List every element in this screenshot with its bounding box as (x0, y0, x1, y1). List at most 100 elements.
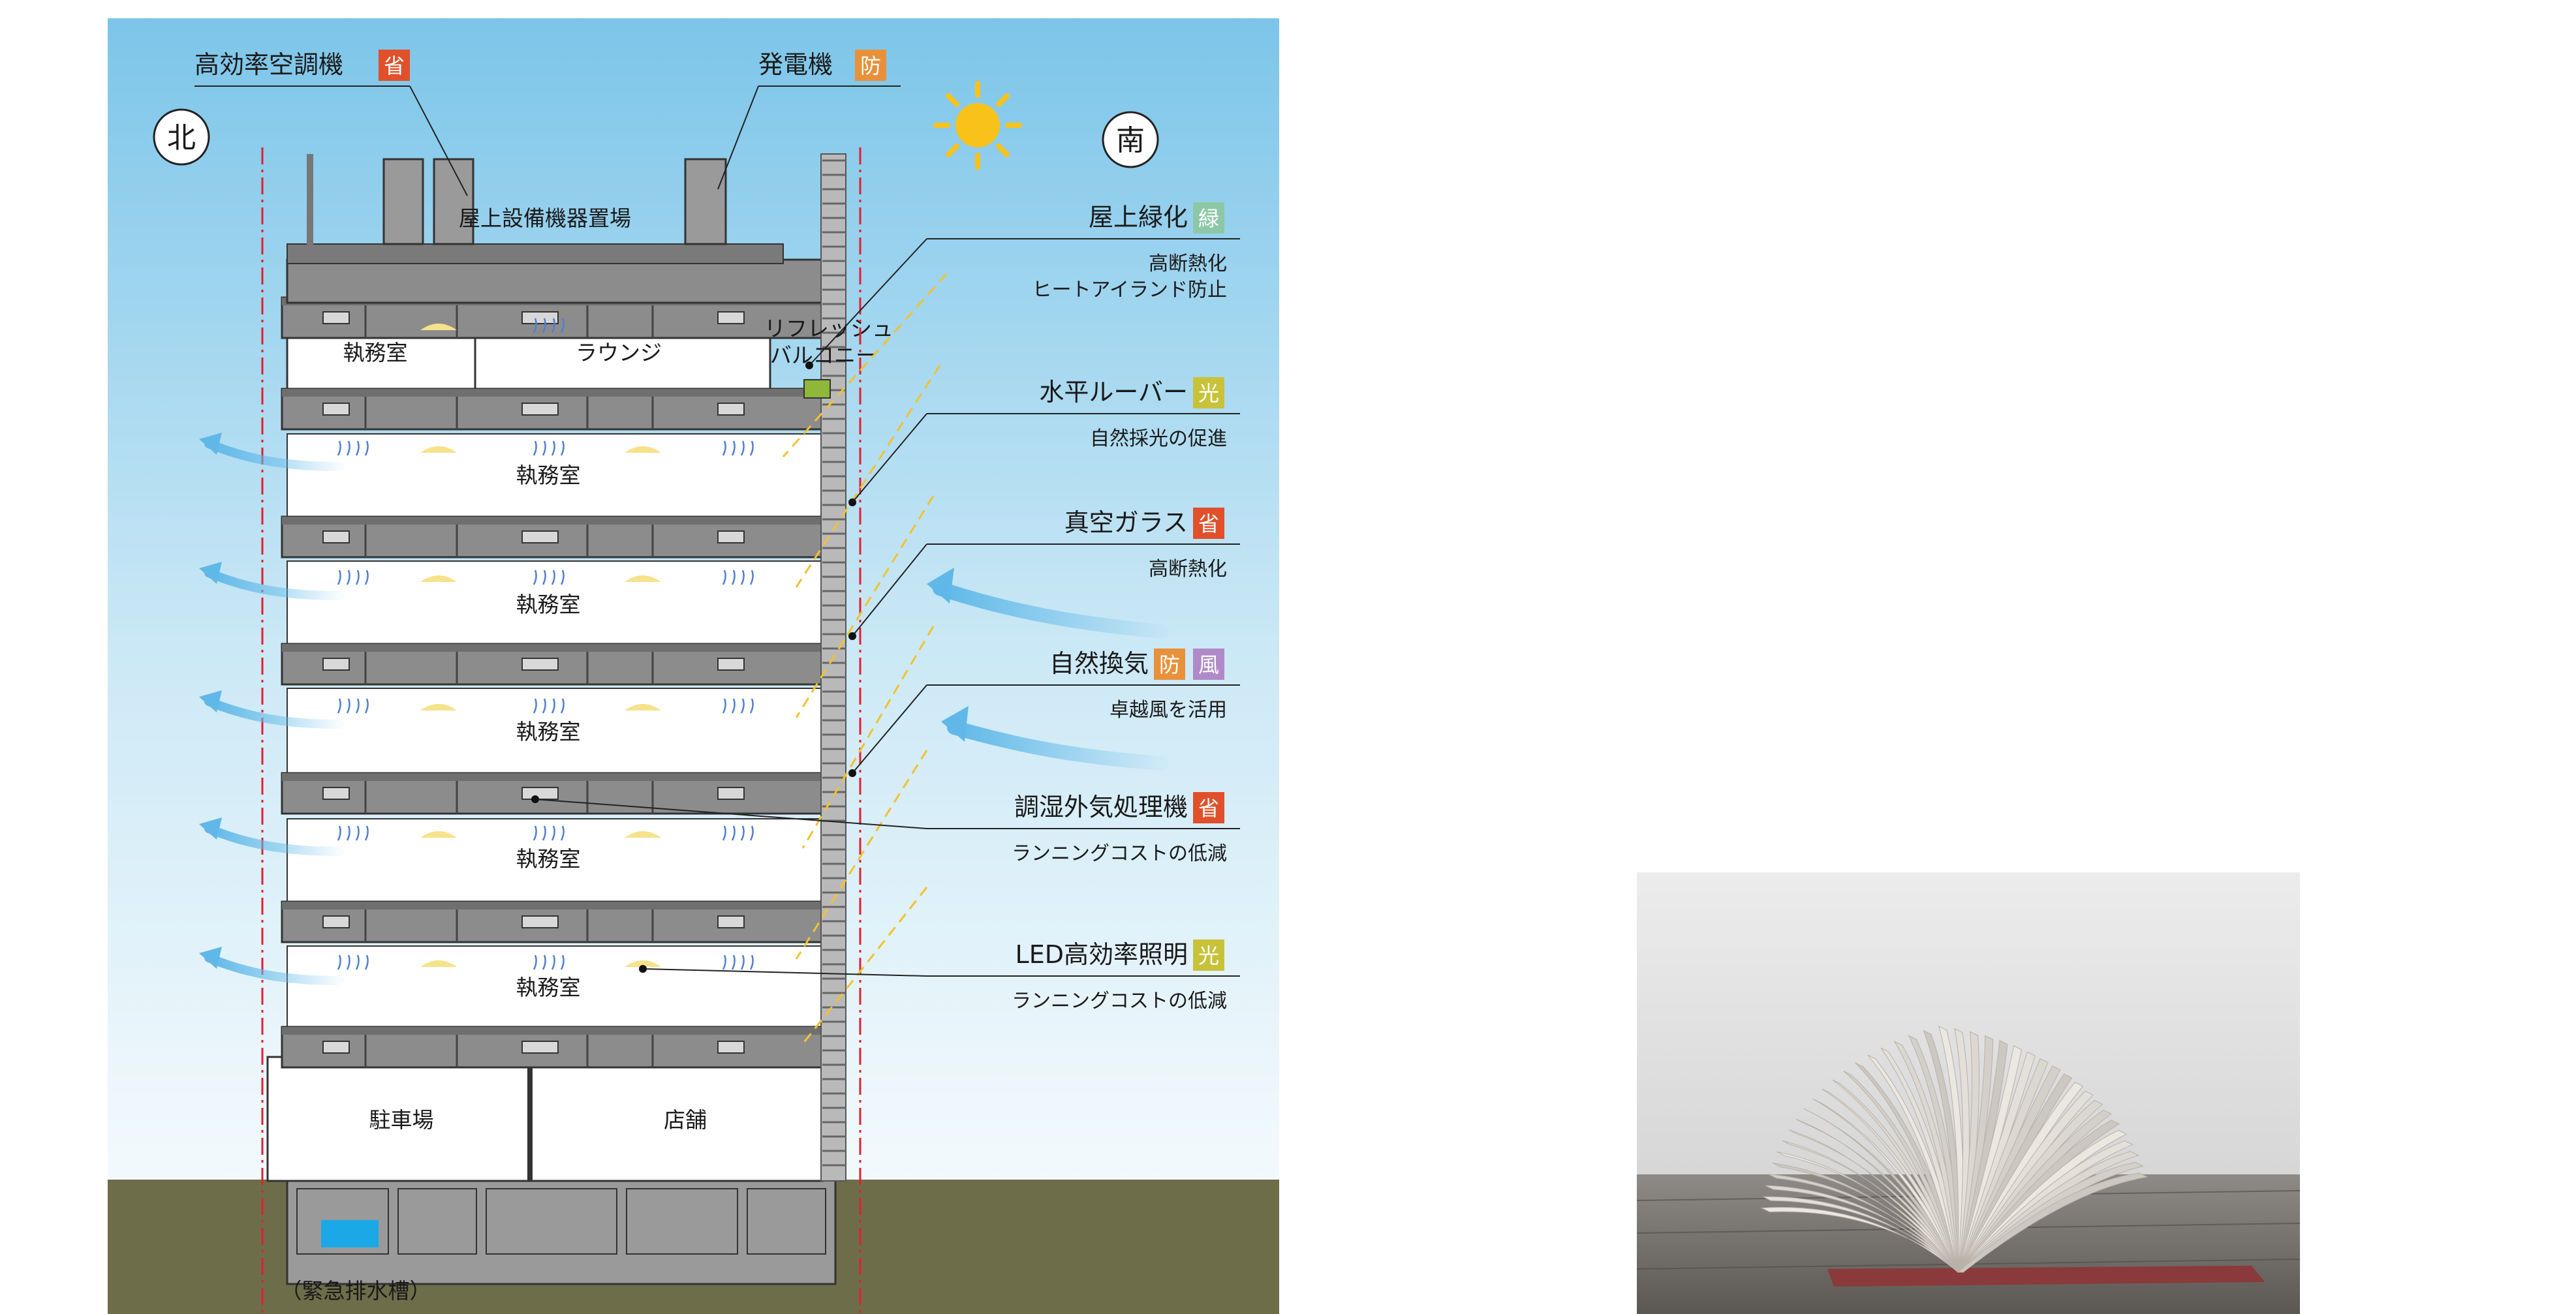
wind-out-arrowhead (199, 562, 222, 584)
air-duct (322, 787, 350, 800)
office-label: 執務室 (516, 975, 581, 1000)
wind-in-arrowhead-1 (927, 568, 954, 604)
air-duct (521, 403, 559, 416)
feature-badge (1193, 792, 1224, 823)
feature-badge-text: 防 (1159, 652, 1180, 677)
wind-out-arrow (204, 439, 344, 471)
balcony-label-line1: リフレッシュ (764, 316, 893, 341)
led-light-icon (625, 446, 661, 453)
roof-slab (286, 258, 824, 304)
wind-out-arrowhead (199, 817, 222, 840)
led-light-icon (625, 575, 661, 582)
wind-out-arrowhead (199, 433, 222, 455)
office-label: 執務室 (516, 719, 581, 744)
led-light-icon (625, 960, 661, 967)
feature-badge-text: 省 (1198, 512, 1219, 536)
led-light-icon (420, 575, 457, 582)
air-duct (521, 658, 559, 671)
led-light-icon (420, 704, 457, 710)
led-light-icon (625, 831, 661, 838)
air-duct (521, 915, 559, 928)
led-light-icon (420, 960, 457, 967)
shop-label: 店舗 (664, 1107, 707, 1133)
air-duct (521, 311, 559, 324)
feature-badge (1193, 377, 1224, 408)
feature-title: LED高効率照明 (1016, 940, 1188, 969)
balcony-label-line2: バルコニー (770, 343, 877, 368)
rooftop-generator (684, 158, 727, 245)
hvac-label: 高効率空調機 (194, 50, 343, 79)
wind-out-arrow (204, 824, 344, 856)
generator-label: 発電機 (758, 50, 833, 79)
balcony-planter (803, 379, 831, 399)
sunlight-rays (782, 273, 948, 1045)
open-book-photo (1636, 872, 2301, 1314)
feature-badge (1193, 202, 1224, 234)
roof-parapet (287, 243, 784, 264)
feature-badge-text: 緑 (1198, 206, 1219, 231)
generator-callout: 発電機 防 (717, 50, 901, 190)
south-facade (820, 153, 846, 1182)
air-duct (322, 530, 350, 543)
generator-badge: 防 (860, 53, 881, 78)
feature-badge-text: 光 (1198, 943, 1219, 968)
wind-out-arrowhead (199, 690, 222, 712)
air-duct (717, 787, 745, 800)
parking-label: 駐車場 (369, 1107, 434, 1133)
feature-badge-text: 省 (1198, 796, 1219, 821)
south-marker (1102, 111, 1159, 168)
feature-badge (1193, 649, 1224, 680)
air-duct (717, 311, 745, 324)
feature-callout: 防風自然換気卓越風を活用 (848, 649, 1240, 777)
feature-note: 高断熱化 (1149, 252, 1227, 275)
horizontal-louvers (822, 159, 846, 1167)
air-duct (322, 658, 350, 671)
wind-in-arrow-1 (933, 581, 1169, 639)
air-duct (322, 403, 350, 416)
south-label: 南 (1116, 124, 1145, 157)
air-duct (521, 530, 559, 543)
air-duct (717, 403, 745, 416)
wind-out-arrowhead (199, 947, 222, 969)
air-duct (717, 1041, 745, 1054)
feature-note: ランニングコストの低減 (1012, 842, 1227, 865)
wind-out-arrow (204, 568, 344, 600)
lounge-label: ラウンジ (576, 340, 662, 365)
feature-note: 自然採光の促進 (1090, 427, 1227, 450)
drain-tank-water (321, 1220, 379, 1247)
roof-rail (307, 154, 313, 245)
wind-out-arrow (204, 953, 344, 985)
top-office-label: 執務室 (343, 340, 408, 365)
rooftop-hvac-unit-2 (433, 158, 474, 245)
feature-badge (1193, 508, 1224, 539)
air-duct (322, 311, 350, 324)
ground-floor (266, 1056, 824, 1182)
feature-title: 水平ルーバー (1039, 378, 1188, 406)
rooftop-hvac-unit-1 (382, 158, 424, 245)
feature-title: 真空ガラス (1064, 508, 1188, 537)
north-marker (153, 108, 210, 166)
feature-note: ランニングコストの低減 (1012, 990, 1227, 1013)
wind-in-arrow-2 (947, 720, 1169, 771)
feature-note: ヒートアイランド防止 (1032, 279, 1228, 301)
hvac-callout: 高効率空調機 省 (194, 50, 468, 196)
feature-title: 自然換気 (1049, 649, 1149, 678)
feature-title: 屋上緑化 (1089, 203, 1188, 232)
sun-icon (933, 81, 1022, 170)
air-duct (717, 658, 745, 671)
wind-in-arrowhead-2 (941, 706, 969, 742)
office-label: 執務室 (516, 592, 581, 617)
led-light-icon (420, 446, 457, 453)
led-light-icon (420, 831, 457, 838)
led-light-icon (625, 704, 661, 710)
north-label: 北 (167, 121, 196, 155)
feature-note: 高断熱化 (1149, 558, 1227, 581)
air-duct (717, 915, 745, 928)
air-duct (521, 787, 559, 800)
